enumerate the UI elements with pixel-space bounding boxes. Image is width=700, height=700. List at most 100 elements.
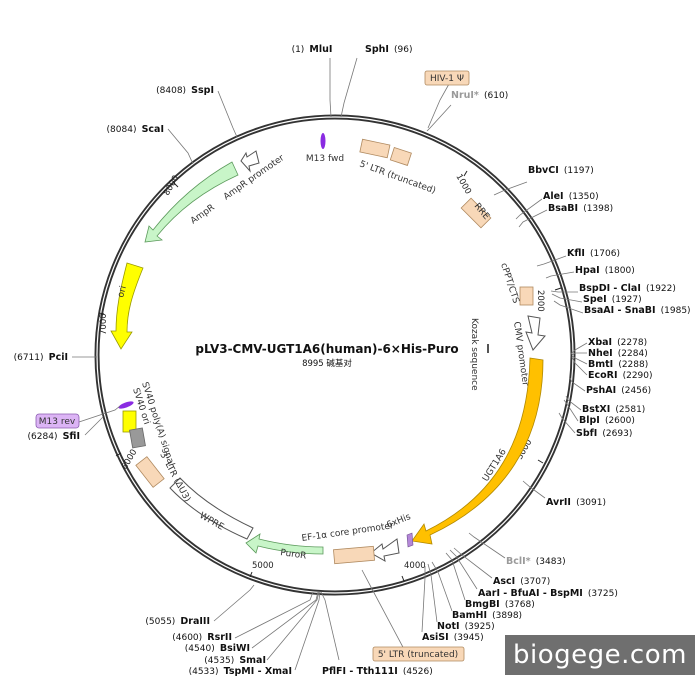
leader-hiv1psi	[427, 83, 450, 129]
site-bbvci: BbvCI (1197)	[528, 158, 594, 177]
watermark: biogege.com	[505, 635, 695, 675]
tick-3000	[537, 459, 544, 464]
site-hpai: HpaI (1800)	[575, 258, 635, 277]
site-pflfi-tth111i: PflFI - Tth111I (4526)	[322, 659, 433, 678]
tick-label-5000: 5000	[252, 561, 274, 571]
cppt-cts-label: cPPT/CTS	[498, 262, 521, 305]
site-rsrii: (4600) RsrII	[172, 625, 232, 644]
leader-bsiwi	[251, 591, 319, 649]
site-bmgbi: BmgBI (3768)	[465, 592, 535, 611]
site-pshai: PshAI (2456)	[586, 378, 651, 397]
site-sphi: SphI (96)	[365, 37, 413, 56]
site-sbfi: SbfI (2693)	[576, 421, 632, 440]
plasmid-backbone-inner-line	[96, 116, 574, 594]
site-avrii: AvrII (3091)	[546, 490, 606, 509]
site-bstxi: BstXI (2581)	[582, 397, 645, 416]
site-labels: (1) MluI SphI (96) NruI* (610) BbvCI (11…	[14, 37, 691, 678]
leader-ecori	[571, 356, 588, 376]
leader-sphi	[340, 57, 358, 118]
rre-feature	[460, 197, 492, 229]
leader-hpai	[545, 271, 575, 279]
site-sfii: (6284) SfiI	[28, 424, 80, 443]
ltr5-segment-b	[389, 147, 412, 166]
leader-mlui	[329, 58, 332, 118]
tick-7000	[98, 312, 105, 315]
ampr-promoter-arrow	[240, 150, 260, 173]
site-ecori: EcoRI (2290)	[588, 363, 653, 382]
site-mlui: (1) MluI	[292, 37, 333, 56]
tick-4000	[401, 575, 405, 582]
site-bsaai-snabi: BsaAI - SnaBI (1985)	[584, 298, 691, 317]
site-leader-lines	[72, 57, 588, 671]
tick-label-1000: 1000	[453, 173, 472, 197]
site-bspdi-clai: BspDI - ClaI (1922)	[579, 276, 676, 295]
leader-pshai	[569, 377, 586, 392]
ltr5-top-label: 5' LTR (truncated)	[358, 159, 437, 196]
leader-bamhi	[431, 561, 453, 612]
site-asisi: AsiSI (3945)	[422, 625, 484, 644]
ampr-label: AmpR	[189, 203, 217, 227]
hiv1-psi-box	[424, 70, 470, 86]
leader-sspi	[217, 90, 238, 138]
site-alei: AleI (1350)	[543, 184, 599, 203]
his6-tag	[406, 532, 414, 548]
leader-aari	[449, 549, 478, 590]
cmv-promoter-label: CMV promoter	[511, 321, 530, 387]
plasmid-name: pLV3-CMV-UGT1A6(human)-6×His-Puro	[195, 342, 458, 356]
m13-fwd-label: M13 fwd	[306, 154, 344, 164]
site-xbai: XbaI (2278)	[588, 330, 647, 349]
puror-cds	[245, 533, 324, 555]
site-draiii: (5055) DraIII	[145, 609, 210, 628]
ltr5-bottom-box	[372, 646, 465, 662]
puror-label: PuroR	[280, 548, 307, 562]
site-nhei: NheI (2284)	[588, 341, 648, 360]
tick-label-8000: 8000	[162, 174, 181, 198]
site-aari-bfuai-bspmi: AarI - BfuAI - BspMI (3725)	[478, 581, 618, 600]
tick-marks	[98, 170, 562, 582]
tick-8000	[173, 182, 179, 188]
leader-xbai	[570, 342, 588, 355]
leader-snabi	[553, 300, 584, 314]
leader-asci	[453, 547, 493, 579]
m13-fwd-primer	[320, 133, 326, 149]
ugt1a6-cds	[411, 357, 544, 545]
leader-avrii	[522, 480, 546, 499]
leader-draiii	[213, 584, 255, 622]
tick-label-4000: 4000	[404, 561, 426, 571]
leader-smai	[266, 591, 320, 661]
leader-blpi	[563, 399, 579, 422]
leader-tspmi	[294, 591, 321, 671]
leader-m13rev	[78, 405, 121, 423]
tick-6000	[115, 452, 122, 457]
site-asci: AscI (3707)	[493, 569, 550, 588]
leader-bbvci	[493, 181, 528, 196]
leader-bsabi	[518, 209, 548, 228]
leader-scai	[167, 128, 194, 165]
leader-nhei	[571, 352, 587, 356]
ef1a-label: EF-1α core promoter	[301, 521, 395, 544]
kozak-mark	[487, 344, 489, 353]
ori-feature	[110, 262, 144, 350]
site-nrui: NruI* (610)	[451, 83, 508, 102]
site-bmti: BmtI (2288)	[588, 352, 648, 371]
leader-rsrii	[234, 591, 314, 639]
sv40-polya-feature	[122, 410, 137, 433]
ori-label: ori	[116, 285, 129, 299]
m13-rev-primer	[118, 401, 134, 409]
leader-kfli	[536, 255, 567, 267]
kozak-label: Kozak sequence	[469, 318, 479, 391]
m13-rev-label: M13 rev	[39, 417, 76, 427]
tick-label-2000: 2000	[535, 290, 545, 312]
leader-spei	[551, 293, 583, 303]
leader-sfii	[84, 416, 104, 436]
leader-bmti	[571, 355, 588, 365]
site-kfli: KflI (1706)	[567, 241, 620, 260]
leader-asisi	[421, 566, 426, 633]
site-blpi: BlpI (2600)	[579, 408, 635, 427]
tick-1000	[463, 170, 468, 177]
site-scai: (8084) ScaI	[107, 117, 164, 136]
cmv-promoter-arrow	[525, 315, 546, 351]
ltr5-bottom-feature	[333, 545, 375, 565]
